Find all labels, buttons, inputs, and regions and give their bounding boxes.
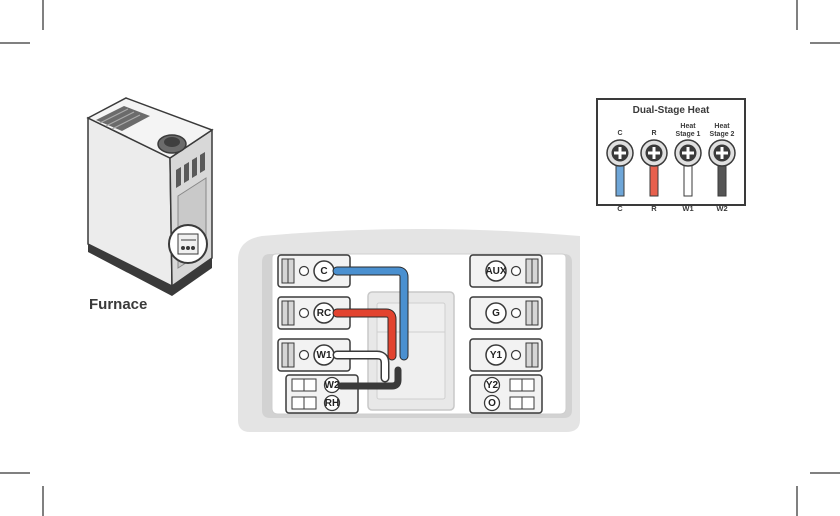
terminal-label: W1 (317, 350, 332, 361)
terminal-y1: Y1 (470, 339, 542, 371)
panel-bottom-label: W2 (716, 204, 727, 213)
panel-wire (718, 162, 726, 196)
panel-wire (684, 162, 692, 196)
panel-wire (616, 162, 624, 196)
panel-bottom-label: R (651, 204, 657, 213)
terminal-label: G (492, 308, 500, 319)
panel-top-label: C (617, 130, 622, 137)
panel-top-label: Heat (680, 123, 696, 130)
furnace-illustration (88, 98, 212, 296)
terminal-label: AUX (485, 266, 506, 277)
terminal-aux: AUX (470, 255, 542, 287)
terminal-label: Y1 (490, 350, 503, 361)
panel-wire (650, 162, 658, 196)
terminal-label: RH (325, 398, 339, 409)
panel-bottom-label: W1 (682, 204, 693, 213)
panel-title: Dual-Stage Heat (633, 105, 710, 116)
terminal-label: O (488, 398, 496, 409)
terminal-label: C (320, 266, 327, 277)
panel-top-label: Heat (714, 123, 730, 130)
terminal-pair-y2-o: Y2O (470, 375, 542, 413)
panel-top-label: R (651, 130, 656, 137)
terminal-label: RC (317, 308, 331, 319)
terminal-g: G (470, 297, 542, 329)
panel-top-sublabel: Stage 1 (676, 131, 701, 138)
panel-bottom-label: C (617, 204, 623, 213)
panel-top-sublabel: Stage 2 (710, 131, 735, 138)
furnace-label: Furnace (89, 296, 147, 313)
terminal-label: Y2 (486, 380, 499, 391)
